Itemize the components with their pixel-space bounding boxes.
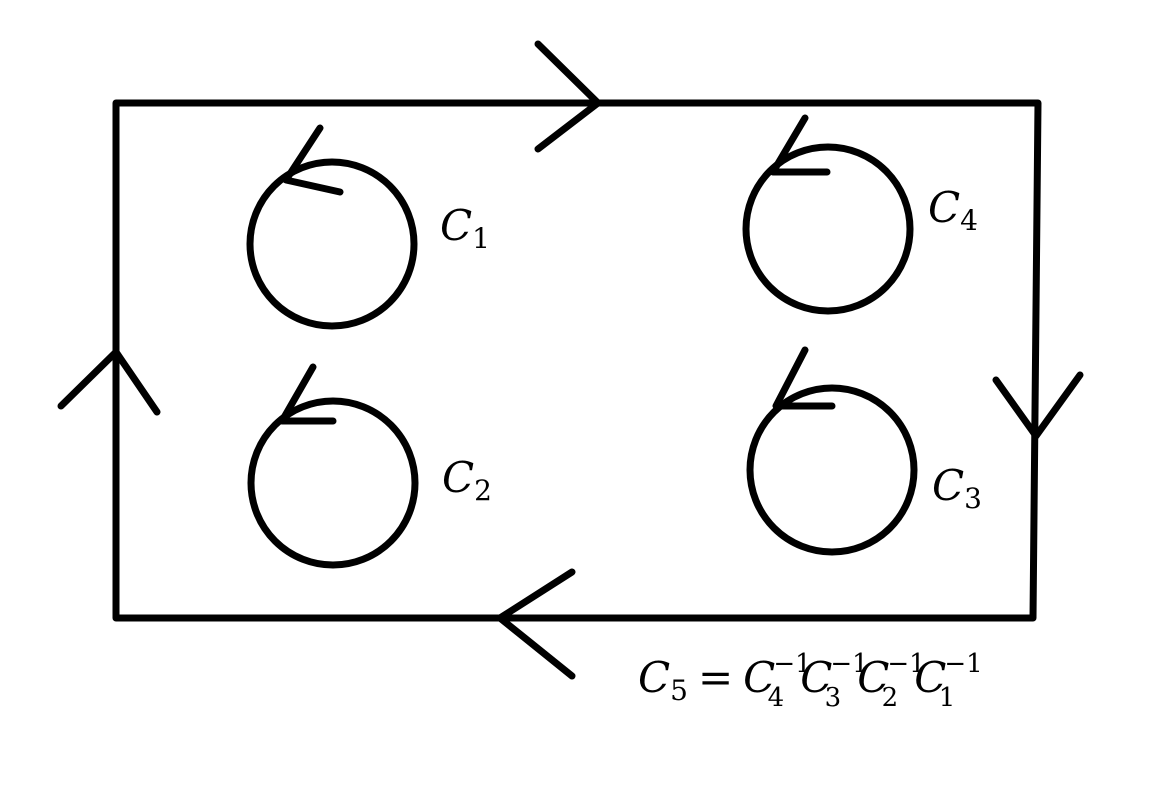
loop-c3-label: C3 <box>932 461 982 515</box>
loop-c2-circle <box>247 397 419 569</box>
factor-2-letter: C <box>800 653 832 702</box>
bottom-edge-arrow-left <box>496 568 576 680</box>
loop-c3-circle <box>746 384 918 556</box>
loop-c4-circle <box>742 143 914 315</box>
loop-c4: C4 <box>742 114 978 315</box>
factor-4-letter: C <box>914 653 946 702</box>
relation-equals: = <box>698 653 733 702</box>
loop-c4-arrowhead <box>769 114 831 176</box>
loop-c1-subscript: 1 <box>472 222 490 255</box>
factor-4-exponent: −1 <box>944 649 982 679</box>
loop-c2-subscript: 2 <box>474 474 492 507</box>
loop-c3-subscript: 3 <box>964 482 982 515</box>
loop-c1-circle <box>246 158 418 330</box>
factor-2-subscript: 3 <box>825 683 842 713</box>
loop-c2-arrowhead <box>278 363 337 425</box>
loop-c1-arrowhead <box>282 124 344 196</box>
factor-3-letter: C <box>857 653 889 702</box>
loop-c2-label: C2 <box>442 453 492 507</box>
loop-c3-arrowhead <box>772 346 836 410</box>
loop-c2: C2 <box>247 363 492 569</box>
factor-1-exponent: −1 <box>773 649 811 679</box>
top-edge-arrow-right <box>534 40 602 153</box>
right-edge-arrow-down <box>992 371 1084 440</box>
factor-4-subscript: 1 <box>939 683 956 713</box>
factor-3-exponent: −1 <box>887 649 925 679</box>
loop-c1-label: C1 <box>440 201 490 255</box>
factor-1-letter: C <box>743 653 775 702</box>
factor-3-subscript: 2 <box>882 683 899 713</box>
loop-c4-subscript: 4 <box>960 204 978 237</box>
factor-2-exponent: −1 <box>830 649 868 679</box>
relation-lhs-subscript: 5 <box>670 674 688 707</box>
loop-c4-label: C4 <box>928 183 978 237</box>
factor-1-subscript: 4 <box>768 683 785 713</box>
relation-lhs-letter: C <box>638 653 670 702</box>
outer-rectangle-contour <box>112 99 1042 622</box>
loop-c3: C3 <box>746 346 982 556</box>
left-edge-arrow-up <box>57 348 161 416</box>
loop-c1: C1 <box>246 124 490 330</box>
